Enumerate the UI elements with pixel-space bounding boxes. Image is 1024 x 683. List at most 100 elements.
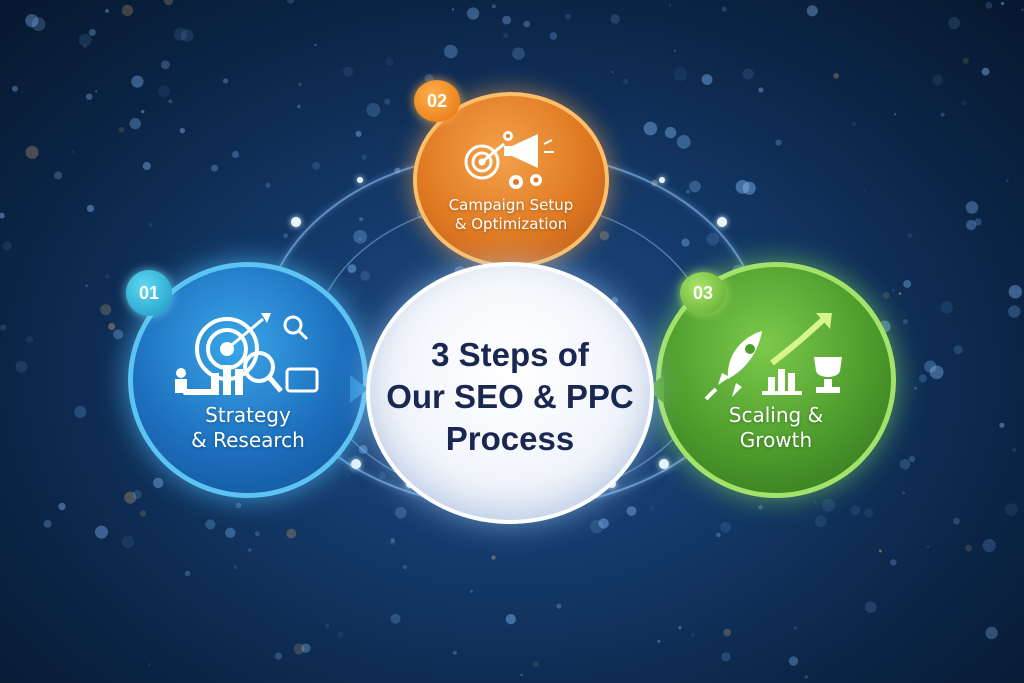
bokeh-particle (966, 219, 977, 231)
bokeh-particle (361, 154, 368, 161)
bokeh-particle (121, 4, 134, 17)
target-research-icon (175, 313, 319, 395)
bokeh-particle (298, 82, 302, 87)
bokeh-particle (71, 149, 75, 154)
bokeh-particle (985, 1, 993, 9)
bokeh-particle (626, 506, 637, 516)
bokeh-particle (673, 49, 676, 52)
bokeh-particle (549, 32, 558, 40)
bokeh-particle (337, 631, 344, 639)
bokeh-particle (25, 335, 34, 344)
bokeh-particle (205, 519, 216, 530)
step-3-label: Scaling & Growth (728, 403, 824, 452)
bokeh-particle (148, 223, 153, 227)
bokeh-particle (179, 127, 186, 134)
bokeh-particle (924, 360, 937, 373)
bokeh-particle (598, 518, 609, 529)
bokeh-particle (932, 74, 943, 86)
bokeh-particle (43, 519, 52, 528)
bokeh-particle (520, 673, 523, 676)
bokeh-particle (359, 217, 364, 222)
bokeh-particle (953, 517, 960, 525)
bokeh-particle (948, 17, 961, 29)
bokeh-particle (918, 374, 928, 383)
bokeh-particle (353, 230, 368, 244)
bokeh-particle (883, 292, 890, 299)
bokeh-particle (758, 505, 763, 510)
bokeh-particle (347, 264, 357, 274)
bokeh-particle (775, 139, 782, 146)
bokeh-particle (974, 218, 982, 226)
bokeh-particle (676, 135, 691, 149)
step-2-label: Campaign Setup & Optimization (448, 196, 574, 233)
bokeh-particle (343, 66, 354, 77)
bokeh-particle (758, 87, 764, 93)
bokeh-particle (158, 85, 170, 98)
bokeh-particle (821, 498, 835, 512)
bokeh-particle (15, 360, 28, 373)
bokeh-particle (902, 491, 905, 495)
bokeh-particle (706, 232, 720, 246)
bokeh-particle (852, 122, 857, 126)
step-1-label: Strategy & Research (191, 403, 305, 452)
bokeh-particle (643, 121, 658, 136)
bokeh-particle (312, 161, 321, 170)
orbit-dot (659, 459, 669, 469)
bokeh-particle (0, 324, 7, 331)
bokeh-particle (211, 164, 218, 172)
bokeh-particle (25, 145, 39, 159)
bokeh-particle (54, 171, 63, 180)
bokeh-particle (953, 345, 963, 355)
bokeh-particle (88, 29, 96, 36)
bokeh-particle (1021, 8, 1024, 11)
bokeh-particle (720, 521, 731, 533)
bokeh-particle (82, 44, 87, 49)
bokeh-particle (815, 515, 827, 528)
bokeh-particle (347, 474, 350, 477)
bokeh-particle (899, 459, 911, 470)
bokeh-particle (95, 90, 98, 93)
bokeh-particle (378, 472, 386, 480)
bokeh-particle (286, 528, 297, 539)
bokeh-particle (384, 98, 391, 105)
bokeh-particle (898, 292, 902, 295)
bokeh-particle (129, 117, 141, 130)
bokeh-particle (926, 545, 930, 549)
bokeh-particle (691, 632, 696, 637)
bokeh-particle (402, 564, 407, 570)
bokeh-particle (235, 502, 242, 509)
bokeh-particle (360, 270, 370, 281)
bokeh-particle (180, 29, 194, 42)
bokeh-particle (664, 126, 677, 139)
bokeh-particle (907, 232, 913, 238)
step-1-pointer (350, 375, 368, 403)
bokeh-particle (301, 643, 311, 653)
bokeh-particle (147, 662, 151, 666)
bokeh-particle (0, 212, 5, 219)
bokeh-particle (940, 112, 945, 117)
bokeh-particle (163, 0, 174, 6)
bokeh-particle (556, 603, 562, 609)
bokeh-particle (878, 549, 882, 553)
orbit-dot (717, 217, 727, 227)
bokeh-particle (623, 78, 629, 84)
orbit-dot (357, 177, 363, 183)
bokeh-particle (254, 531, 260, 537)
bokeh-particle (469, 589, 474, 593)
bokeh-particle (283, 233, 289, 239)
bokeh-particle (390, 613, 401, 624)
bokeh-particle (960, 100, 967, 106)
bokeh-particle (131, 75, 144, 88)
bokeh-particle (982, 538, 996, 553)
bokeh-particle (512, 47, 525, 60)
bokeh-particle (701, 74, 713, 85)
bokeh-particle (689, 180, 701, 193)
bokeh-particle (503, 32, 509, 39)
bokeh-particle (286, 0, 295, 4)
bokeh-particle (914, 386, 918, 390)
orbit-dot (659, 177, 665, 183)
bokeh-particle (168, 99, 173, 104)
bokeh-particle (358, 445, 368, 454)
bokeh-particle (864, 508, 874, 518)
bokeh-particle (1000, 1, 1005, 6)
